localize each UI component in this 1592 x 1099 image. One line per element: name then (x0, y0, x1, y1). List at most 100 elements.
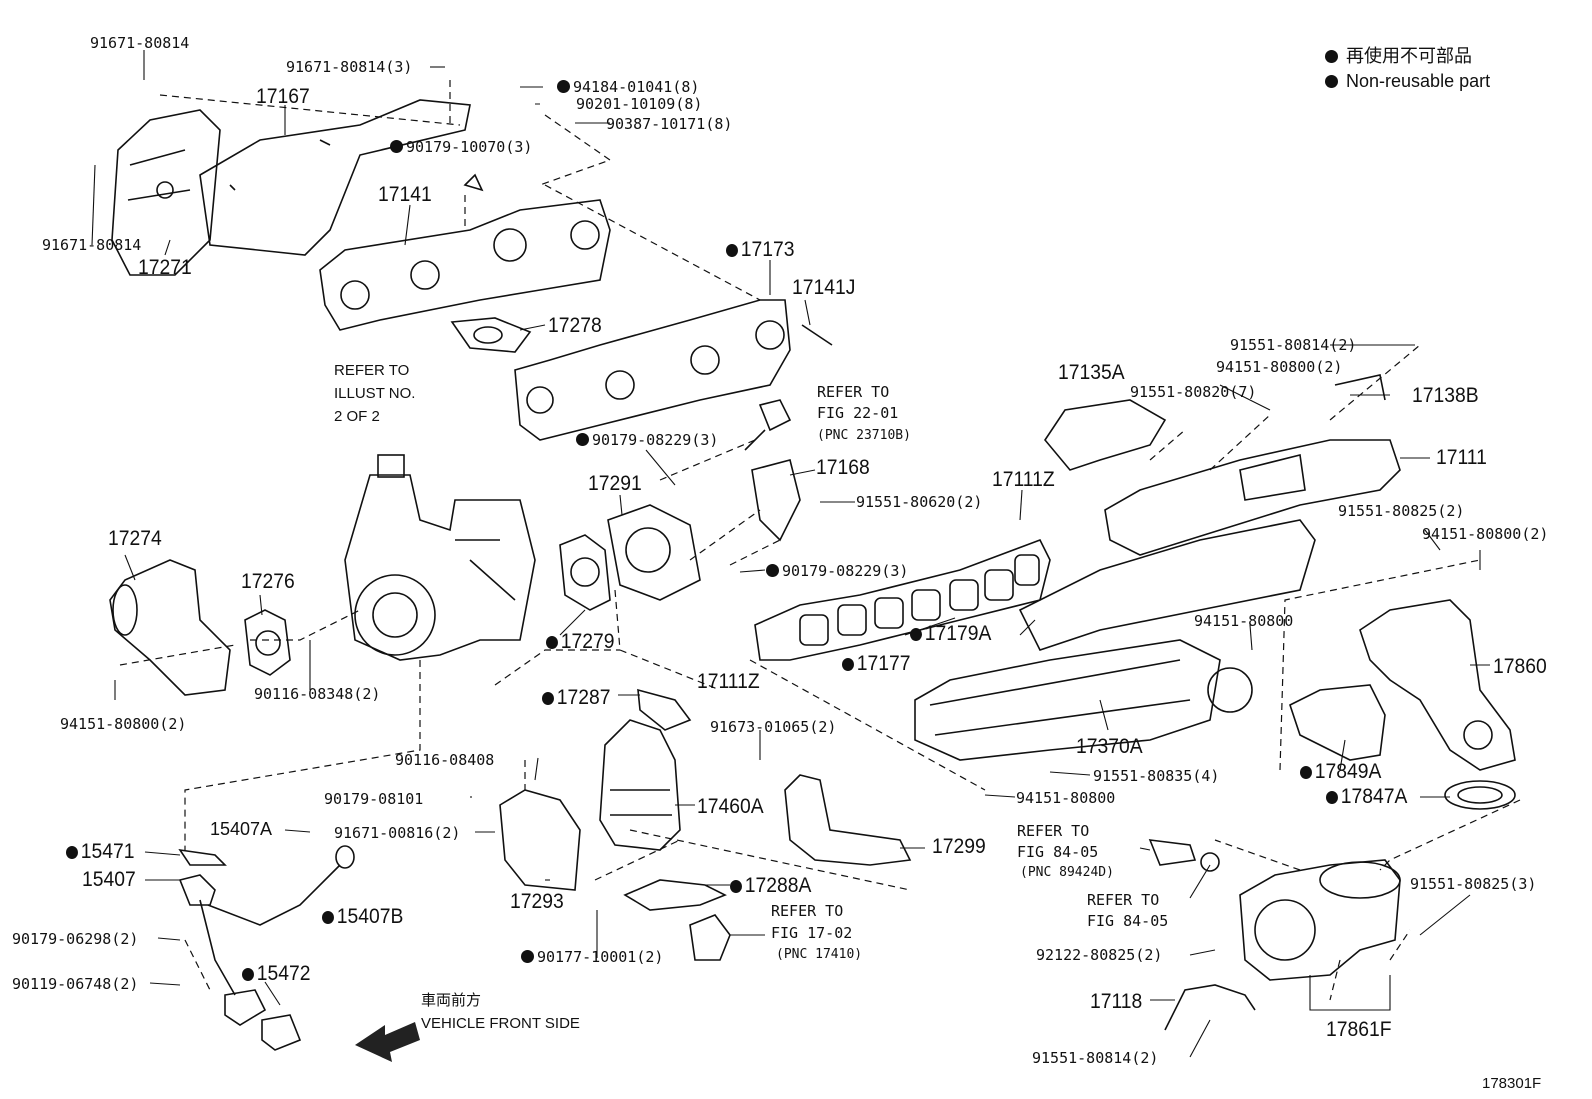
non-reusable-dot-icon (730, 880, 742, 893)
non-reusable-dot-icon (546, 636, 558, 649)
part-label: 17168 (816, 456, 870, 479)
part-label: 90179-08229(3) (576, 431, 718, 449)
part-label: 17141J (792, 276, 856, 299)
part-label: 17861F (1326, 1018, 1392, 1041)
part-label: 91551-80835(4) (1093, 767, 1220, 785)
refer-note: FIG 84-05 (1087, 912, 1169, 930)
part-label: 91551-80825(2) (1338, 502, 1465, 520)
part-label-text: 15471 (80, 840, 135, 863)
part-label: 17849A (1300, 760, 1381, 784)
part-label-text: 17279 (560, 630, 615, 653)
part-label: 17177 (842, 652, 910, 676)
part-label: 17141 (378, 183, 432, 206)
non-reusable-dot-icon (542, 692, 554, 705)
non-reusable-dot-icon (390, 140, 403, 153)
part-label: 15407B (322, 905, 403, 929)
refer-note: REFER TO (1017, 822, 1090, 840)
part-label: 17271 (138, 256, 192, 279)
refer-note: FIG 22-01 (817, 404, 899, 422)
part-label: 91671-80814(3) (286, 58, 413, 76)
bullet-icon (1325, 50, 1338, 63)
part-label: 91551-80825(3) (1410, 875, 1537, 893)
part-label: 17299 (932, 835, 986, 858)
part-label: 91551-80620(2) (856, 493, 983, 511)
part-label-text: 17179A (924, 622, 992, 645)
refer-note: REFER TO (771, 902, 844, 920)
part-label-text: 15472 (256, 962, 311, 985)
non-reusable-dot-icon (242, 968, 254, 981)
refer-note: FIG 17-02 (771, 924, 853, 942)
part-label: 17138B (1412, 384, 1479, 407)
part-label-text: 94184-01041(8) (573, 78, 700, 96)
part-label: 17173 (726, 238, 794, 262)
non-reusable-dot-icon (322, 911, 334, 924)
part-label: 90201-10109(8) (576, 95, 703, 113)
refer-note: REFER TO (1087, 891, 1160, 909)
part-label: 91671-80814 (42, 236, 142, 254)
legend-jp: 再使用不可部品 (1325, 44, 1472, 68)
refer-note: (PNC 17410) (776, 947, 863, 962)
part-label: 17179A (910, 622, 991, 646)
part-label: 91671-80814 (90, 34, 190, 52)
non-reusable-dot-icon (521, 950, 534, 963)
part-label-text: 17173 (740, 238, 795, 261)
part-label: 17118 (1090, 990, 1143, 1013)
refer-note: FIG 84-05 (1017, 843, 1099, 861)
part-label-text: 90179-08229(3) (782, 562, 909, 580)
part-label: 92122-80825(2) (1036, 946, 1163, 964)
part-label: 94151-80800 (1194, 612, 1294, 630)
part-label: 17135A (1058, 361, 1125, 384)
part-label-text: 17287 (556, 686, 611, 709)
non-reusable-dot-icon (842, 658, 854, 671)
legend-en: Non-reusable part (1325, 69, 1490, 93)
part-label: 91551-80814(2) (1230, 336, 1357, 354)
part-label: 90387-10171(8) (606, 115, 733, 133)
part-label: 17860 (1493, 655, 1547, 678)
part-label-text: 90177-10001(2) (537, 948, 664, 966)
refer-note: (PNC 89424D) (1020, 865, 1114, 880)
part-label: 17274 (108, 527, 162, 550)
non-reusable-dot-icon (1326, 791, 1338, 804)
legend-jp-text: 再使用不可部品 (1346, 46, 1473, 66)
part-label: 94151-80800 (1016, 789, 1116, 807)
part-label: 15472 (242, 962, 310, 986)
part-label: 17293 (510, 890, 564, 913)
part-label: 91551-80814(2) (1032, 1049, 1159, 1067)
refer-note: ILLUST NO. (334, 385, 416, 402)
part-label: 17111Z (992, 468, 1055, 491)
part-label: 91671-00816(2) (334, 824, 461, 842)
part-label: 17370A (1076, 735, 1143, 758)
part-label: 17291 (588, 472, 642, 495)
part-label-text: 15407B (336, 905, 404, 928)
part-label: 90179-06298(2) (12, 930, 139, 948)
non-reusable-dot-icon (726, 244, 738, 257)
part-label-text: 17288A (744, 874, 812, 897)
part-label: 17288A (730, 874, 811, 898)
refer-note: (PNC 23710B) (817, 428, 911, 443)
part-label: 90179-08101 (324, 790, 424, 808)
part-label: 17278 (548, 314, 602, 337)
front-side-jp: 車両前方 (421, 992, 482, 1009)
part-label: 94151-80800(2) (60, 715, 187, 733)
non-reusable-dot-icon (557, 80, 570, 93)
part-label: 90177-10001(2) (521, 948, 663, 966)
legend-en-text: Non-reusable part (1346, 71, 1491, 91)
non-reusable-dot-icon (66, 846, 78, 859)
non-reusable-dot-icon (910, 628, 922, 641)
part-label: 17847A (1326, 785, 1407, 809)
part-label: 15407A (210, 819, 273, 839)
part-label: 15407 (82, 868, 136, 891)
front-side-en: VEHICLE FRONT SIDE (421, 1015, 580, 1032)
part-label: 17279 (546, 630, 614, 654)
part-label: 90116-08348(2) (254, 685, 381, 703)
part-label: 90179-10070(3) (390, 138, 532, 156)
non-reusable-dot-icon (1300, 766, 1312, 779)
part-label: 17460A (697, 795, 764, 818)
part-label: 90179-08229(3) (766, 562, 908, 580)
part-label-text: 90179-10070(3) (406, 138, 533, 156)
part-label: 91673-01065(2) (710, 718, 837, 736)
refer-note: 2 OF 2 (334, 408, 380, 425)
refer-note: REFER TO (817, 383, 890, 401)
